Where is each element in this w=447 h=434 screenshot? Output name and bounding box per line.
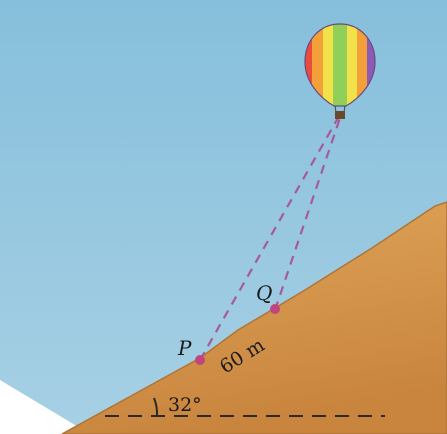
point-p-marker [195, 355, 205, 365]
sight-line-p [199, 117, 339, 361]
angle-label: 32° [168, 394, 202, 416]
angle-arc [153, 397, 159, 417]
point-q-label: Q [256, 281, 272, 305]
sight-line-q [273, 117, 342, 311]
point-q-marker [270, 304, 280, 314]
hill [61, 201, 447, 434]
hot-air-balloon-icon [304, 23, 376, 119]
page-corner [0, 380, 90, 434]
point-p-label: P [177, 336, 192, 360]
